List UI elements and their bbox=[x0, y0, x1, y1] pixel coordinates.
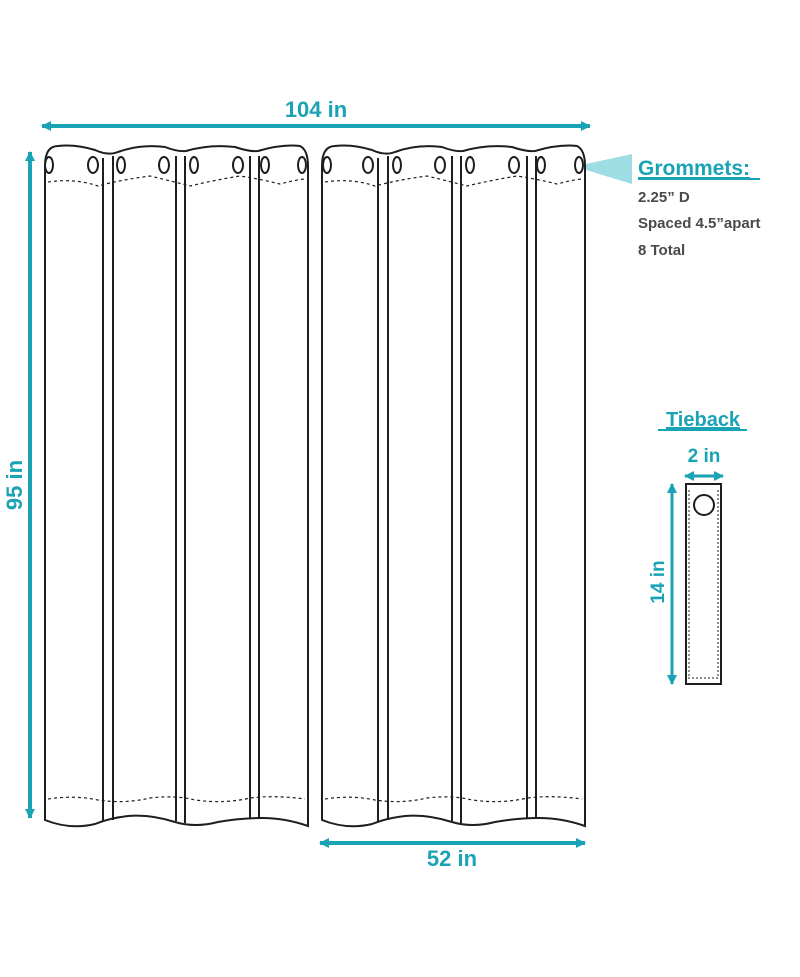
right-panel-outline bbox=[321, 144, 586, 828]
panel-width-dimension: 52 in bbox=[319, 838, 586, 871]
right-panel-bottom-seam bbox=[324, 796, 583, 803]
grommet-spacing-text: Spaced 4.5”apart bbox=[638, 215, 761, 232]
grommet-icon bbox=[297, 156, 307, 174]
grommet-icon bbox=[574, 156, 584, 174]
grommet-icon bbox=[362, 156, 374, 174]
tieback-width-label: 2 in bbox=[688, 446, 721, 467]
panel-width-label: 52 in bbox=[427, 846, 477, 871]
height-dimension: 95 in bbox=[2, 151, 35, 819]
left-panel-bottom-seam bbox=[47, 796, 306, 803]
grommets-heading: Grommets: bbox=[638, 157, 750, 180]
height-label: 95 in bbox=[2, 460, 27, 510]
grommet-icon bbox=[260, 156, 270, 174]
grommet-callout-pointer bbox=[586, 154, 632, 184]
right-panel-top-seam bbox=[324, 175, 583, 187]
tieback-height-label: 14 in bbox=[648, 560, 669, 603]
total-width-dimension: 104 in bbox=[41, 97, 591, 131]
left-panel-top-seam bbox=[47, 175, 306, 187]
total-width-label: 104 in bbox=[285, 97, 347, 122]
grommet-total-text: 8 Total bbox=[638, 242, 685, 259]
grommet-icon bbox=[322, 156, 332, 174]
tieback-grommet-icon bbox=[693, 494, 715, 516]
tieback-strap bbox=[685, 483, 722, 685]
grommet-icon bbox=[158, 156, 170, 174]
grommet-icon bbox=[44, 156, 54, 174]
grommet-icon bbox=[465, 156, 475, 174]
grommet-icon bbox=[392, 156, 402, 174]
grommet-icon bbox=[508, 156, 520, 174]
grommets-callout: Grommets: 2.25” D Spaced 4.5”apart 8 Tot… bbox=[586, 154, 761, 259]
grommet-icon bbox=[189, 156, 199, 174]
tieback-heading: Tieback bbox=[666, 409, 741, 431]
grommet-diameter-text: 2.25” D bbox=[638, 189, 690, 206]
tieback-diagram: Tieback 2 in 14 in bbox=[648, 409, 747, 685]
grommet-icon bbox=[434, 156, 446, 174]
left-curtain-panel bbox=[44, 144, 309, 828]
grommet-icon bbox=[87, 156, 99, 174]
grommet-icon bbox=[116, 156, 126, 174]
right-curtain-panel bbox=[321, 144, 586, 828]
grommet-icon bbox=[536, 156, 546, 174]
grommet-icon bbox=[232, 156, 244, 174]
